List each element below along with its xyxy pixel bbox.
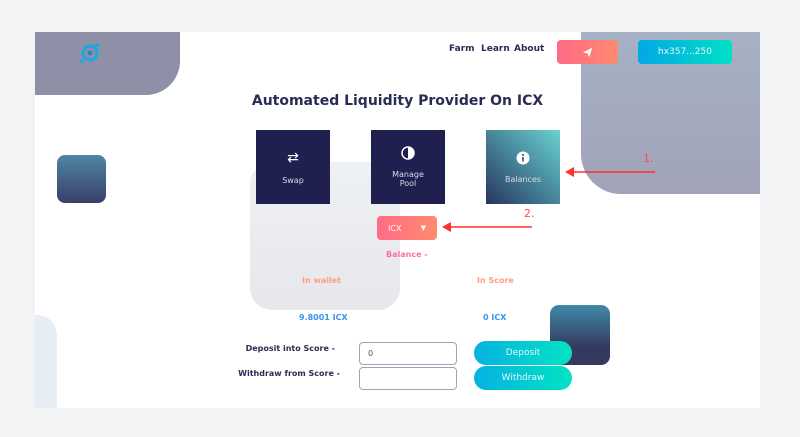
annotation-arrow-icon (565, 167, 655, 177)
half-circle-icon (401, 146, 415, 160)
swap-icon: ⇄ (287, 149, 299, 166)
deposit-input[interactable] (359, 342, 457, 365)
wallet-address-button[interactable]: hx357...250 (638, 40, 732, 64)
token-select-value: ICX (388, 223, 402, 233)
token-select[interactable]: ICX ▼ (377, 216, 437, 240)
balance-label: Balance - (386, 250, 428, 259)
tile-label: Balances (504, 174, 542, 184)
deposit-button[interactable]: Deposit (474, 341, 572, 365)
wallet-amount: 9.8001 ICX (299, 313, 348, 322)
nav-about[interactable]: About (514, 44, 545, 54)
info-icon (516, 151, 530, 164)
deposit-label: Deposit into Score - (245, 344, 335, 353)
tile-manage-pool[interactable]: Manage Pool (371, 130, 445, 204)
app-page: Farm Learn About hx357...250 Automated L… (35, 32, 760, 408)
telegram-icon (582, 47, 593, 57)
in-wallet-label: In wallet (302, 276, 341, 285)
tile-balances[interactable]: Balances (486, 130, 560, 204)
annotation-2: 2. (524, 207, 535, 220)
nav-farm[interactable]: Farm (449, 44, 475, 54)
logo-icon[interactable] (79, 42, 101, 64)
withdraw-label: Withdraw from Score - (238, 369, 340, 378)
nav-learn[interactable]: Learn (481, 44, 510, 54)
tile-label: Swap (282, 175, 304, 185)
decor-shape (35, 315, 57, 408)
tile-swap[interactable]: ⇄ Swap (256, 130, 330, 204)
decor-shape (57, 155, 106, 203)
withdraw-input[interactable] (359, 367, 457, 390)
tile-label: Manage Pool (392, 170, 424, 188)
annotation-arrow-icon (442, 222, 532, 232)
withdraw-button[interactable]: Withdraw (474, 366, 572, 390)
chevron-down-icon: ▼ (420, 224, 426, 232)
score-amount: 0 ICX (483, 313, 507, 322)
telegram-button[interactable] (557, 40, 618, 64)
annotation-1: 1. (643, 152, 654, 165)
in-score-label: In Score (477, 276, 514, 285)
decor-shape (35, 32, 180, 95)
page-title: Automated Liquidity Provider On ICX (251, 93, 544, 109)
